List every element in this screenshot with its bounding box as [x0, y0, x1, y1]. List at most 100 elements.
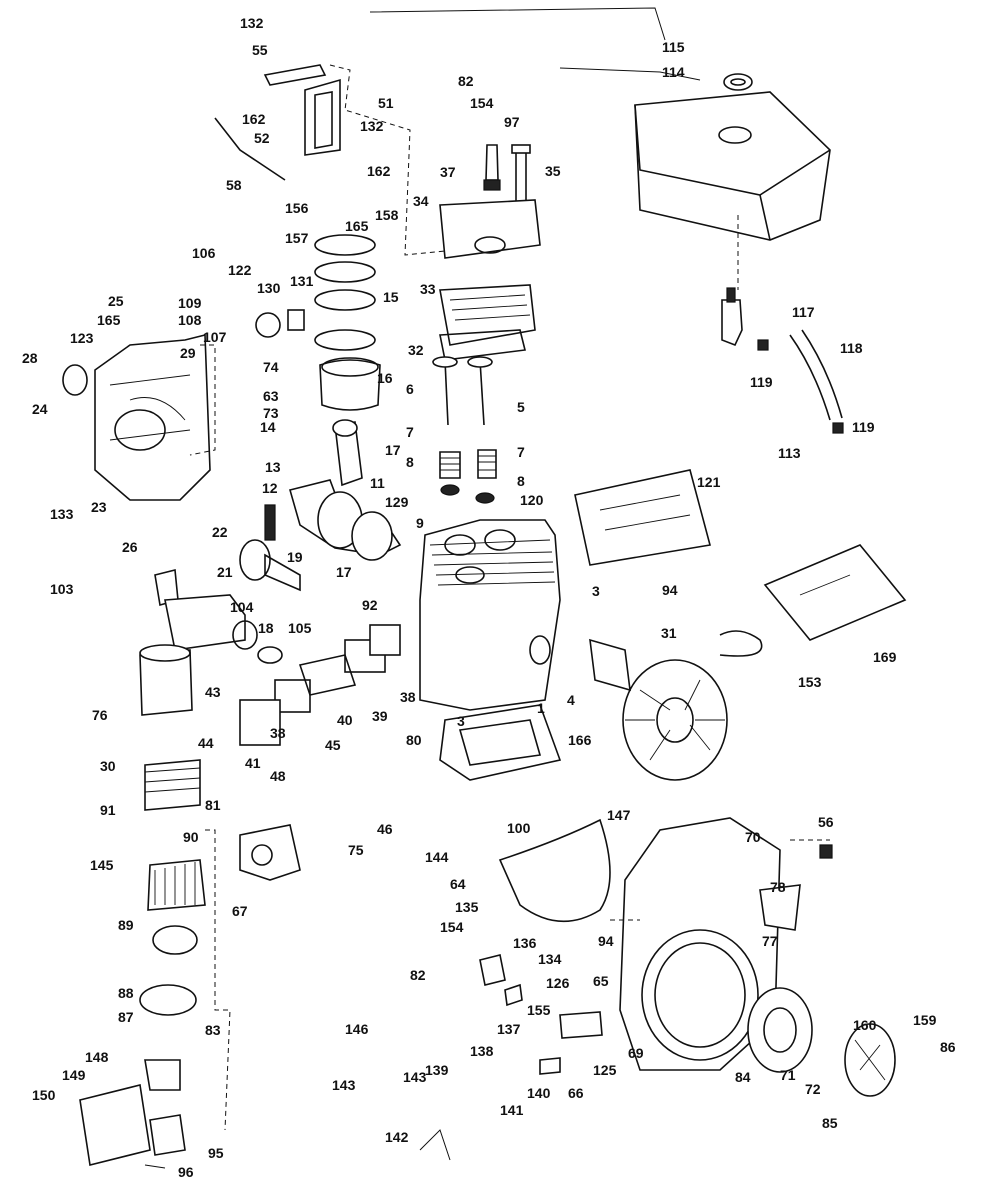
callout-13: 13: [265, 459, 281, 475]
callout-119b: 119: [852, 419, 875, 435]
callout-51: 51: [378, 95, 394, 111]
callout-88: 88: [118, 985, 134, 1001]
callout-21: 21: [217, 564, 233, 580]
callout-39: 39: [372, 708, 388, 724]
part-drawings: [62, 7, 907, 1169]
callout-117: 117: [792, 304, 815, 320]
callout-95: 95: [208, 1145, 224, 1161]
callout-148: 148: [85, 1049, 109, 1065]
callout-3: 3: [592, 583, 600, 599]
callout-91: 91: [100, 802, 116, 818]
callout-114: 114: [662, 64, 685, 80]
callout-70: 70: [745, 829, 761, 845]
callout-94: 94: [662, 582, 678, 598]
callout-143: 143: [332, 1077, 356, 1093]
callout-56: 56: [818, 814, 834, 830]
callout-156: 156: [285, 200, 309, 216]
callout-139: 139: [425, 1062, 449, 1078]
callout-157: 157: [285, 230, 309, 246]
callout-132b: 132: [360, 118, 384, 134]
callout-108: 108: [178, 312, 202, 328]
callout-3b: 3: [457, 713, 465, 729]
callout-131: 131: [290, 273, 314, 289]
callout-11: 11: [370, 475, 385, 491]
callout-130: 130: [257, 280, 281, 296]
callout-69: 69: [628, 1045, 644, 1061]
callout-46: 46: [377, 821, 393, 837]
callout-66: 66: [568, 1085, 584, 1101]
callout-120: 120: [520, 492, 544, 508]
callout-35: 35: [545, 163, 561, 179]
callout-44: 44: [198, 735, 214, 751]
callout-52: 52: [254, 130, 270, 146]
callout-165: 165: [345, 218, 369, 234]
callout-25: 25: [108, 293, 124, 309]
callout-162: 162: [242, 111, 266, 127]
callout-105: 105: [288, 620, 312, 636]
callout-labels: 132 55 162 52 58 51 132 162 156 165 158 …: [22, 15, 956, 1180]
callout-48: 48: [270, 768, 286, 784]
callout-160: 160: [853, 1017, 877, 1033]
callout-149: 149: [62, 1067, 86, 1083]
callout-97: 97: [504, 114, 520, 130]
fuel-tank-shape: [634, 73, 831, 290]
callout-76: 76: [92, 707, 108, 723]
callout-119: 119: [750, 374, 773, 390]
callout-14: 14: [260, 419, 276, 435]
callout-55: 55: [252, 42, 268, 58]
callout-31: 31: [661, 625, 677, 641]
callout-26: 26: [122, 539, 138, 555]
callout-141: 141: [500, 1102, 524, 1118]
callout-75: 75: [348, 842, 364, 858]
callout-169: 169: [873, 649, 897, 665]
callout-38b: 38: [270, 725, 286, 741]
callout-5: 5: [517, 399, 525, 415]
callout-138: 138: [470, 1043, 494, 1059]
callout-92: 92: [362, 597, 378, 613]
callout-143b: 143: [403, 1069, 427, 1085]
callout-77: 77: [762, 933, 778, 949]
callout-65: 65: [593, 973, 609, 989]
callout-150: 150: [32, 1087, 56, 1103]
callout-118: 118: [840, 340, 863, 356]
callout-22: 22: [212, 524, 228, 540]
callout-19: 19: [287, 549, 303, 565]
callout-30: 30: [100, 758, 116, 774]
callout-32: 32: [408, 342, 424, 358]
callout-107: 107: [203, 329, 227, 345]
callout-145: 145: [90, 857, 114, 873]
callout-129: 129: [385, 494, 409, 510]
callout-9: 9: [416, 515, 424, 531]
callout-162b: 162: [367, 163, 391, 179]
callout-41: 41: [245, 755, 261, 771]
callout-90: 90: [183, 829, 199, 845]
callout-104: 104: [230, 599, 254, 615]
callout-154b: 154: [440, 919, 464, 935]
callout-113: 113: [778, 445, 801, 461]
callout-28: 28: [22, 350, 38, 366]
callout-63: 63: [263, 388, 279, 404]
callout-122: 122: [228, 262, 252, 278]
callout-85: 85: [822, 1115, 838, 1131]
callout-135: 135: [455, 899, 479, 915]
callout-126: 126: [546, 975, 570, 991]
callout-155: 155: [527, 1002, 551, 1018]
callout-159: 159: [913, 1012, 937, 1028]
callout-17b: 17: [336, 564, 352, 580]
callout-18: 18: [258, 620, 274, 636]
callout-84: 84: [735, 1069, 751, 1085]
callout-23: 23: [91, 499, 107, 515]
callout-1: 1: [537, 700, 545, 716]
callout-154: 154: [470, 95, 494, 111]
callout-45: 45: [325, 737, 341, 753]
callout-166: 166: [568, 732, 592, 748]
callout-115: 115: [662, 39, 685, 55]
callout-73: 73: [263, 405, 279, 421]
callout-29: 29: [180, 345, 196, 361]
callout-132: 132: [240, 15, 264, 31]
engine-block-shape: [419, 519, 561, 711]
callout-144: 144: [425, 849, 449, 865]
callout-121: 121: [697, 474, 721, 490]
callout-86: 86: [940, 1039, 956, 1055]
callout-136: 136: [513, 935, 537, 951]
